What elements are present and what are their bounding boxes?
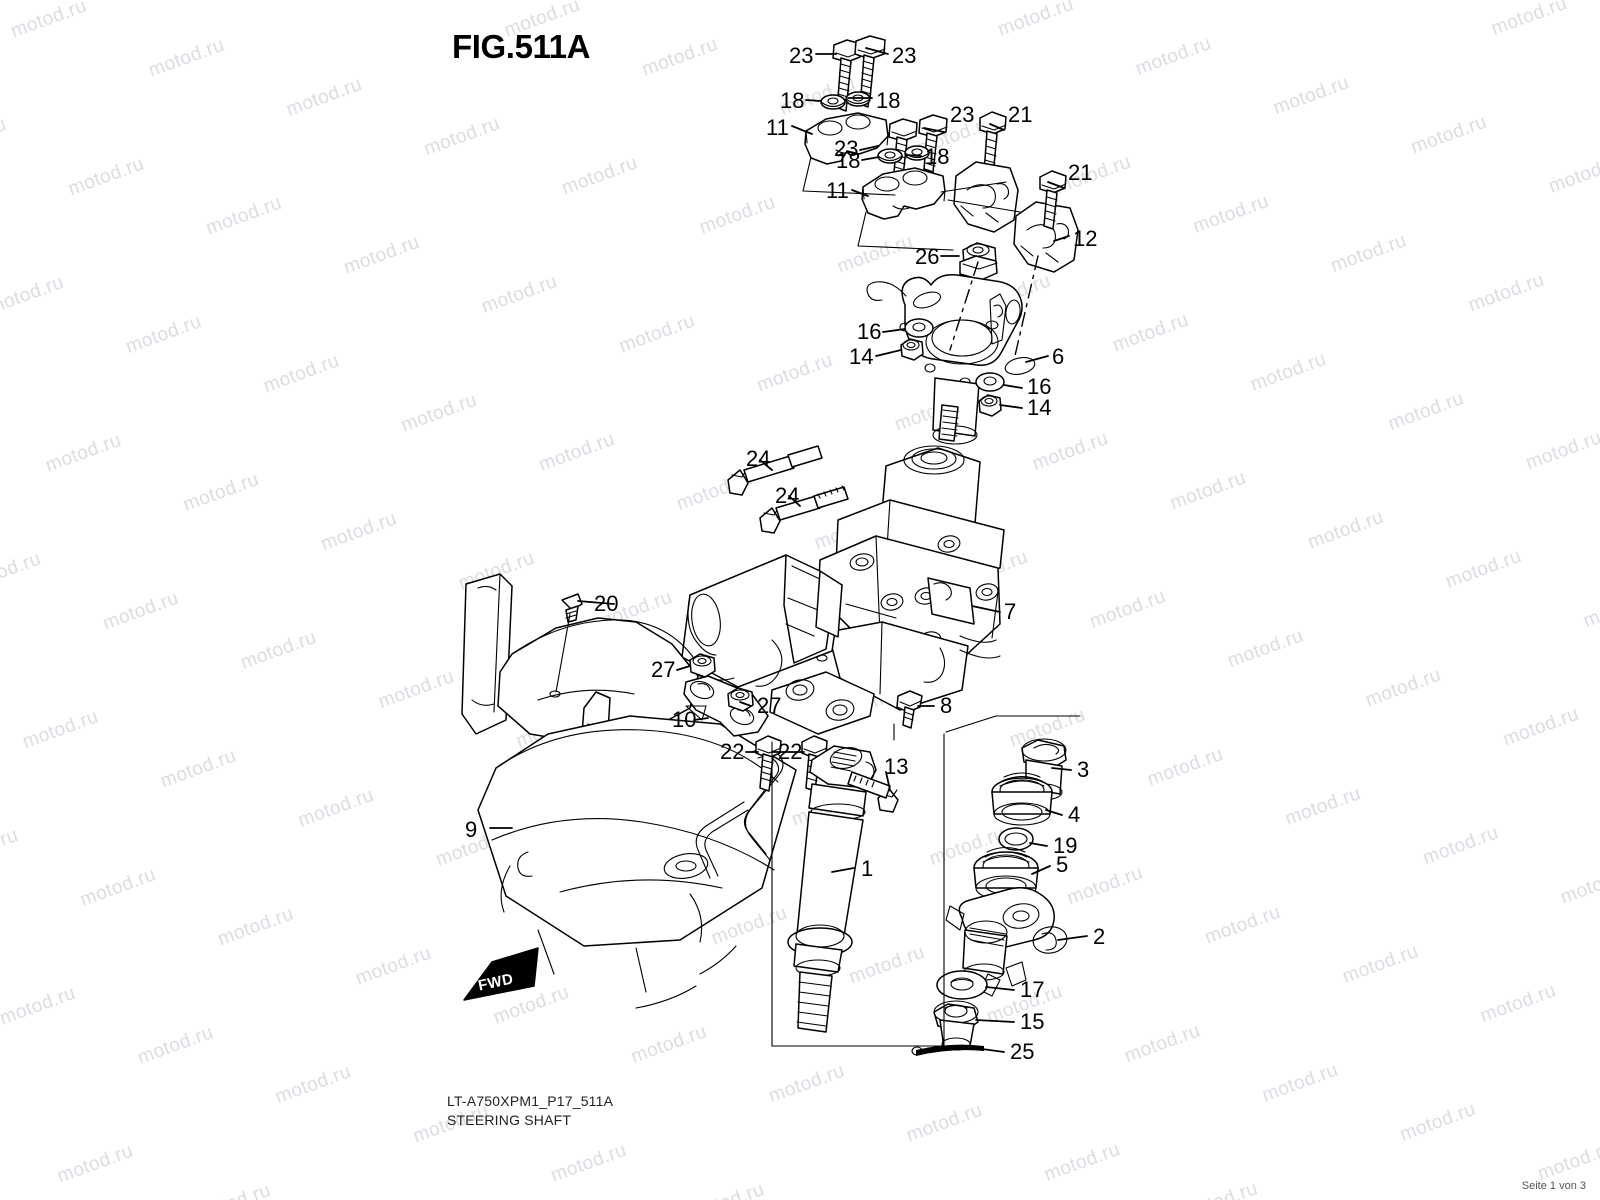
callout-9: 9	[465, 817, 478, 842]
callout-22: 22	[778, 739, 803, 764]
washer-16-b	[975, 372, 1005, 392]
callout-14: 14	[849, 344, 874, 369]
callout-12: 12	[1073, 226, 1098, 251]
callout-17: 17	[1020, 977, 1045, 1002]
callout-1: 1	[861, 856, 874, 881]
callout-27: 27	[651, 657, 676, 682]
callout-18: 18	[780, 88, 805, 113]
callout-5: 5	[1056, 852, 1069, 877]
page-footer: Seite 1 von 3	[1521, 1180, 1586, 1192]
callout-27: 27	[757, 693, 782, 718]
callout-16: 16	[857, 319, 882, 344]
callout-24: 24	[775, 483, 800, 508]
callout-3: 3	[1077, 757, 1090, 782]
callout-8: 8	[940, 693, 953, 718]
callout-22: 22	[720, 739, 745, 764]
callout-18: 18	[925, 144, 950, 169]
shaft-spline-top	[938, 404, 959, 442]
callout-18: 18	[836, 148, 861, 173]
screw-20	[561, 593, 583, 623]
handlebar-clamp-11-b	[861, 167, 946, 220]
washer-18-a	[820, 94, 846, 110]
washer-18-c	[877, 148, 903, 164]
callout-23: 23	[789, 43, 814, 68]
callout-18: 18	[876, 88, 901, 113]
washer-16-a	[904, 318, 934, 338]
callout-23: 23	[950, 102, 975, 127]
callout-14: 14	[1027, 395, 1052, 420]
callout-25: 25	[1010, 1039, 1035, 1064]
nut-26	[959, 242, 998, 281]
nut-14-a	[900, 338, 924, 361]
o-ring-19	[998, 827, 1034, 851]
nut-27-a	[689, 653, 716, 678]
figure-title: FIG.511A	[452, 28, 591, 65]
caption-name: STEERING SHAFT	[447, 1112, 572, 1128]
holder-12-upper	[953, 161, 1019, 233]
callout-10: 10	[672, 707, 697, 732]
nut-27-b	[727, 687, 754, 712]
callout-4: 4	[1068, 802, 1081, 827]
fwd-arrow-marker	[463, 947, 539, 1001]
callout-11: 11	[826, 178, 849, 203]
callout-11: 11	[766, 115, 789, 140]
washer-18-b	[845, 91, 871, 107]
callout-2: 2	[1093, 924, 1106, 949]
bolt-8	[896, 690, 923, 729]
callout-26: 26	[915, 244, 940, 269]
nut-15	[933, 1000, 979, 1051]
callout-21: 21	[1068, 160, 1093, 185]
caption-code: LT-A750XPM1_P17_511A	[447, 1093, 614, 1109]
callout-7: 7	[1004, 599, 1017, 624]
callout-6: 6	[1052, 344, 1065, 369]
callout-21: 21	[1008, 102, 1033, 127]
callout-20: 20	[594, 591, 619, 616]
callout-15: 15	[1020, 1009, 1045, 1034]
callout-23: 23	[892, 43, 917, 68]
bolt-24-b	[759, 485, 849, 534]
figure-caption: LT-A750XPM1_P17_511A STEERING SHAFT	[447, 1092, 613, 1130]
callout-24: 24	[746, 446, 771, 471]
steering-gearbox-housing	[817, 445, 1005, 711]
nut-14-b	[978, 394, 1002, 417]
callout-13: 13	[884, 754, 909, 779]
